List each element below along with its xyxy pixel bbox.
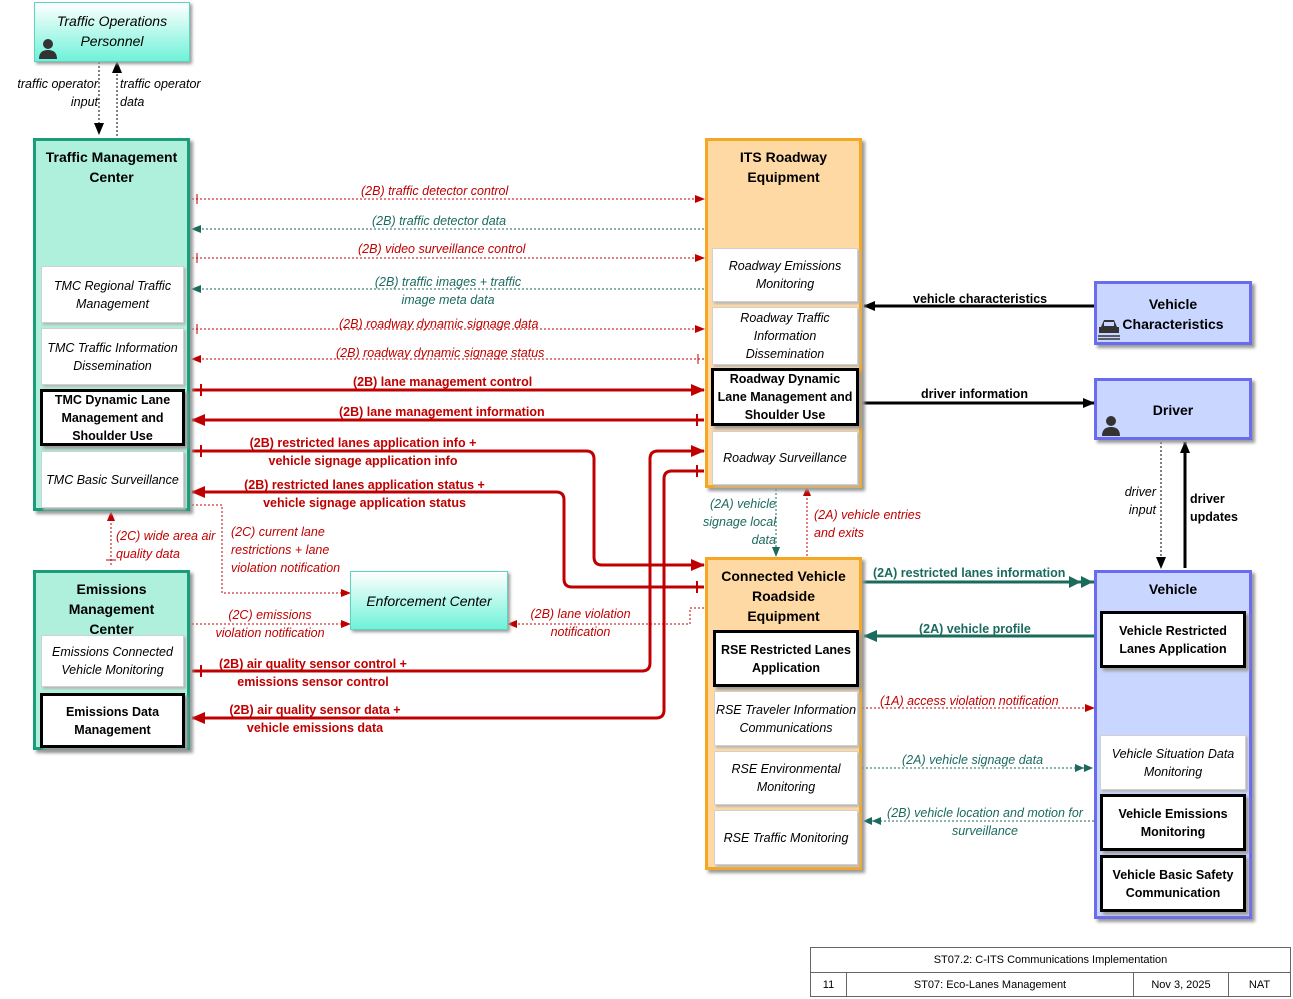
driver: Driver (1094, 378, 1252, 440)
tmc-title: Traffic Management Center (45, 149, 178, 185)
flow-label-restricted-lanes-info: (2A) restricted lanes information (873, 566, 1066, 580)
footer-title-block: ST07.2: C-ITS Communications Implementat… (810, 947, 1291, 997)
flow-label-detector-control: (2B) traffic detector control (361, 184, 509, 198)
rse-environmental-monitoring: RSE Environmental Monitoring (714, 751, 858, 805)
emissions-management-center: Emissions Management Center Emissions Co… (33, 570, 190, 750)
flow-label-current-lane: (2C) current lane restrictions + lane vi… (231, 525, 341, 575)
footer-date: Nov 3, 2025 (1134, 973, 1229, 997)
tmc-basic-surveillance: TMC Basic Surveillance (41, 451, 184, 508)
flow-label-detector-data: (2B) traffic detector data (372, 214, 507, 228)
emissions-data-management: Emissions Data Management (40, 693, 185, 748)
flow-label-aq-control: (2B) air quality sensor control + emissi… (219, 657, 407, 689)
flow-label-aq-data: (2B) air quality sensor data + vehicle e… (229, 703, 401, 735)
flow-label-vehicle-profile: (2A) vehicle profile (919, 622, 1031, 636)
flow-label-driver-input: driver input (1124, 485, 1156, 517)
flow-label-driver-updates: driver updates (1190, 492, 1238, 524)
roadway-emissions-monitoring: Roadway Emissions Monitoring (712, 248, 858, 302)
footer-page: 11 (811, 973, 847, 997)
roadway-surveillance: Roadway Surveillance (712, 431, 858, 485)
connected-vehicle-roadside-equipment: Connected Vehicle Roadside Equipment RSE… (705, 557, 862, 870)
flow-label-entries-exits: (2A) vehicle entries and exits (814, 508, 921, 540)
traffic-operations-personnel-label: Traffic Operations Personnel (56, 13, 168, 49)
flow-label-driver-information: driver information (921, 387, 1028, 401)
flow-label-location-motion: (2B) vehicle location and motion for sur… (887, 806, 1083, 838)
flow-label-access-violation: (1A) access violation notification (880, 694, 1059, 708)
rse-traffic-monitoring: RSE Traffic Monitoring (714, 810, 858, 865)
driver-title: Driver (1152, 402, 1194, 418)
roadway-dynamic-lane-management: Roadway Dynamic Lane Management and Shou… (711, 368, 859, 426)
flow-label-vehicle-characteristics: vehicle characteristics (913, 292, 1048, 306)
footer-status: NAT (1248, 979, 1271, 991)
traffic-operations-personnel: Traffic Operations Personnel (34, 2, 190, 62)
flow-label-vehicle-signage: (2A) vehicle signage data (902, 753, 1044, 767)
flow-label-operator-input: traffic operator input (17, 77, 98, 109)
flow-label-operator-data: traffic operator data (120, 77, 201, 109)
person-icon (39, 39, 57, 59)
footer-title: ST07.2: C-ITS Communications Implementat… (811, 948, 1290, 973)
enforcement-center-label: Enforcement Center (366, 592, 492, 609)
rse-restricted-lanes-application: RSE Restricted Lanes Application (713, 630, 859, 687)
flow-label-lane-mgmt-info: (2B) lane management information (339, 405, 545, 419)
vehicle: Vehicle Vehicle Restricted Lanes Applica… (1094, 570, 1252, 919)
footer-name: ST07: Eco-Lanes Management (847, 973, 1134, 997)
flow-label-video-control: (2B) video surveillance control (358, 242, 526, 256)
vehicle-basic-safety-communication: Vehicle Basic Safety Communication (1100, 855, 1246, 912)
vehicle-characteristics: Vehicle Characteristics (1094, 281, 1252, 345)
flow-label-traffic-images: (2B) traffic images + traffic image meta… (374, 275, 522, 307)
flow-label-emissions-violation: (2C) emissions violation notification (215, 608, 325, 640)
its-roadway-equipment: ITS Roadway Equipment Roadway Emissions … (705, 138, 862, 488)
its-title: ITS Roadway Equipment (739, 149, 828, 185)
emc-title: Emissions Management Center (68, 581, 155, 637)
person-icon (1102, 416, 1120, 436)
car-icon (1098, 320, 1120, 340)
flow-label-wide-area: (2C) wide area air quality data (116, 529, 216, 561)
traffic-management-center: Traffic Management Center TMC Regional T… (33, 138, 190, 511)
vehicle-situation-data-monitoring: Vehicle Situation Data Monitoring (1100, 735, 1246, 790)
vehicle-title: Vehicle (1148, 581, 1198, 597)
tmc-regional-traffic-management: TMC Regional Traffic Management (41, 266, 184, 323)
roadway-traffic-information-dissemination: Roadway Traffic Information Disseminatio… (712, 307, 858, 365)
rse-traveler-information-communications: RSE Traveler Information Communications (714, 691, 858, 746)
flow-label-signage-local: (2A) vehicle signage local data (703, 497, 776, 547)
flow-label-restricted-info: (2B) restricted lanes application info +… (249, 436, 477, 468)
flow-label-signage-status: (2B) roadway dynamic signage status (336, 346, 545, 360)
flow-label-lane-violation: (2B) lane violation notification (530, 607, 631, 639)
flow-label-lane-mgmt-control: (2B) lane management control (353, 375, 533, 389)
enforcement-center: Enforcement Center (350, 571, 508, 630)
emissions-connected-vehicle-monitoring: Emissions Connected Vehicle Monitoring (41, 635, 184, 687)
tmc-dynamic-lane-management: TMC Dynamic Lane Management and Shoulder… (40, 389, 185, 446)
flow-label-signage-data: (2B) roadway dynamic signage data (339, 317, 539, 331)
vehicle-emissions-monitoring: Vehicle Emissions Monitoring (1100, 794, 1246, 851)
tmc-traffic-information-dissemination: TMC Traffic Information Dissemination (41, 328, 184, 385)
cv-title: Connected Vehicle Roadside Equipment (721, 568, 846, 624)
vehicle-restricted-lanes-application: Vehicle Restricted Lanes Application (1100, 611, 1246, 668)
flow-label-restricted-status: (2B) restricted lanes application status… (244, 478, 485, 510)
vehicle-characteristics-title: Vehicle Characteristics (1122, 296, 1224, 332)
